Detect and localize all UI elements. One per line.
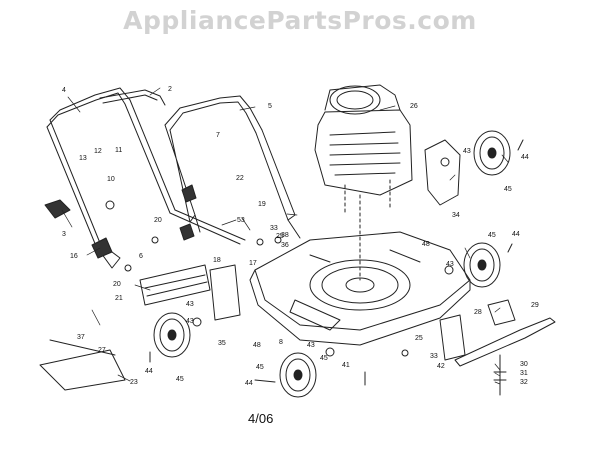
callout-48b: 48 [253, 342, 261, 349]
callout-20a: 20 [154, 217, 162, 224]
callout-43d: 43 [307, 342, 315, 349]
callout-29: 29 [531, 302, 539, 309]
wheel-rear-right [463, 242, 501, 288]
rear-shield [139, 264, 211, 306]
callout-31: 31 [520, 370, 528, 377]
callout-19: 19 [258, 201, 266, 208]
wheel-brackets [209, 139, 466, 361]
callout-34: 34 [452, 212, 460, 219]
callout-10: 10 [107, 176, 115, 183]
handle-bar [99, 89, 166, 106]
callout-43b: 43 [446, 261, 454, 268]
callout-41: 41 [342, 362, 350, 369]
callout-43c: 43 [186, 301, 194, 308]
callout-3: 3 [62, 231, 66, 238]
callout-32: 32 [520, 379, 528, 386]
callout-28: 28 [474, 309, 482, 316]
callout-33b: 33 [430, 353, 438, 360]
callout-16: 16 [70, 253, 78, 260]
engine [314, 84, 413, 281]
callout-27: 27 [98, 347, 106, 354]
callout-13: 13 [79, 155, 87, 162]
callout-43a: 43 [463, 148, 471, 155]
callout-45a: 45 [504, 186, 512, 193]
callout-7: 7 [216, 132, 220, 139]
callout-35: 35 [218, 340, 226, 347]
callout-8: 8 [279, 339, 283, 346]
callout-25b: 25 [415, 335, 423, 342]
callout-labels: 2 3 4 5 6 7 8 10 11 12 13 16 17 18 19 20… [62, 86, 539, 387]
callout-45d: 45 [256, 364, 264, 371]
callout-42: 42 [437, 363, 445, 370]
callout-45e: 45 [320, 355, 328, 362]
handle-lower [169, 209, 301, 245]
callout-12: 12 [94, 148, 102, 155]
callout-36: 36 [281, 242, 289, 249]
watermark: AppliancePartsPros.com [123, 6, 477, 35]
callout-43e: 43 [186, 318, 194, 325]
handle-upper-right [164, 95, 296, 223]
discharge-chute [39, 339, 126, 391]
mower-deck [249, 231, 471, 346]
leader-lines [61, 87, 509, 385]
callout-2: 2 [168, 86, 172, 93]
callout-44a: 44 [521, 154, 529, 161]
callout-23: 23 [130, 379, 138, 386]
handle-knobs [44, 184, 197, 259]
callout-17: 17 [249, 260, 257, 267]
callout-5: 5 [268, 103, 272, 110]
callout-25a: 25 [276, 233, 284, 240]
wheel-rear-left [153, 312, 191, 358]
callout-33a: 33 [270, 225, 278, 232]
revision-code: 4/06 [248, 411, 274, 426]
callout-20b: 20 [113, 281, 121, 288]
callout-44d: 44 [245, 380, 253, 387]
callout-44c: 44 [145, 368, 153, 375]
callout-18: 18 [213, 257, 221, 264]
callout-44b: 44 [512, 231, 520, 238]
callout-37: 37 [77, 334, 85, 341]
callout-6: 6 [139, 253, 143, 260]
callout-21: 21 [115, 295, 123, 302]
callout-11: 11 [115, 147, 122, 154]
callout-45b: 45 [488, 232, 496, 239]
callout-45c: 45 [176, 376, 184, 383]
wheel-front-right [473, 130, 511, 176]
blade [454, 299, 556, 396]
callout-22: 22 [236, 175, 244, 182]
hardware-bolts [105, 139, 524, 386]
callout-30: 30 [520, 361, 528, 368]
callout-4: 4 [62, 87, 66, 94]
wheel-front-left [279, 352, 317, 398]
callout-26: 26 [410, 103, 418, 110]
callout-48a: 48 [422, 241, 430, 248]
callout-38: 38 [281, 232, 289, 239]
callout-53: 53 [237, 217, 245, 224]
